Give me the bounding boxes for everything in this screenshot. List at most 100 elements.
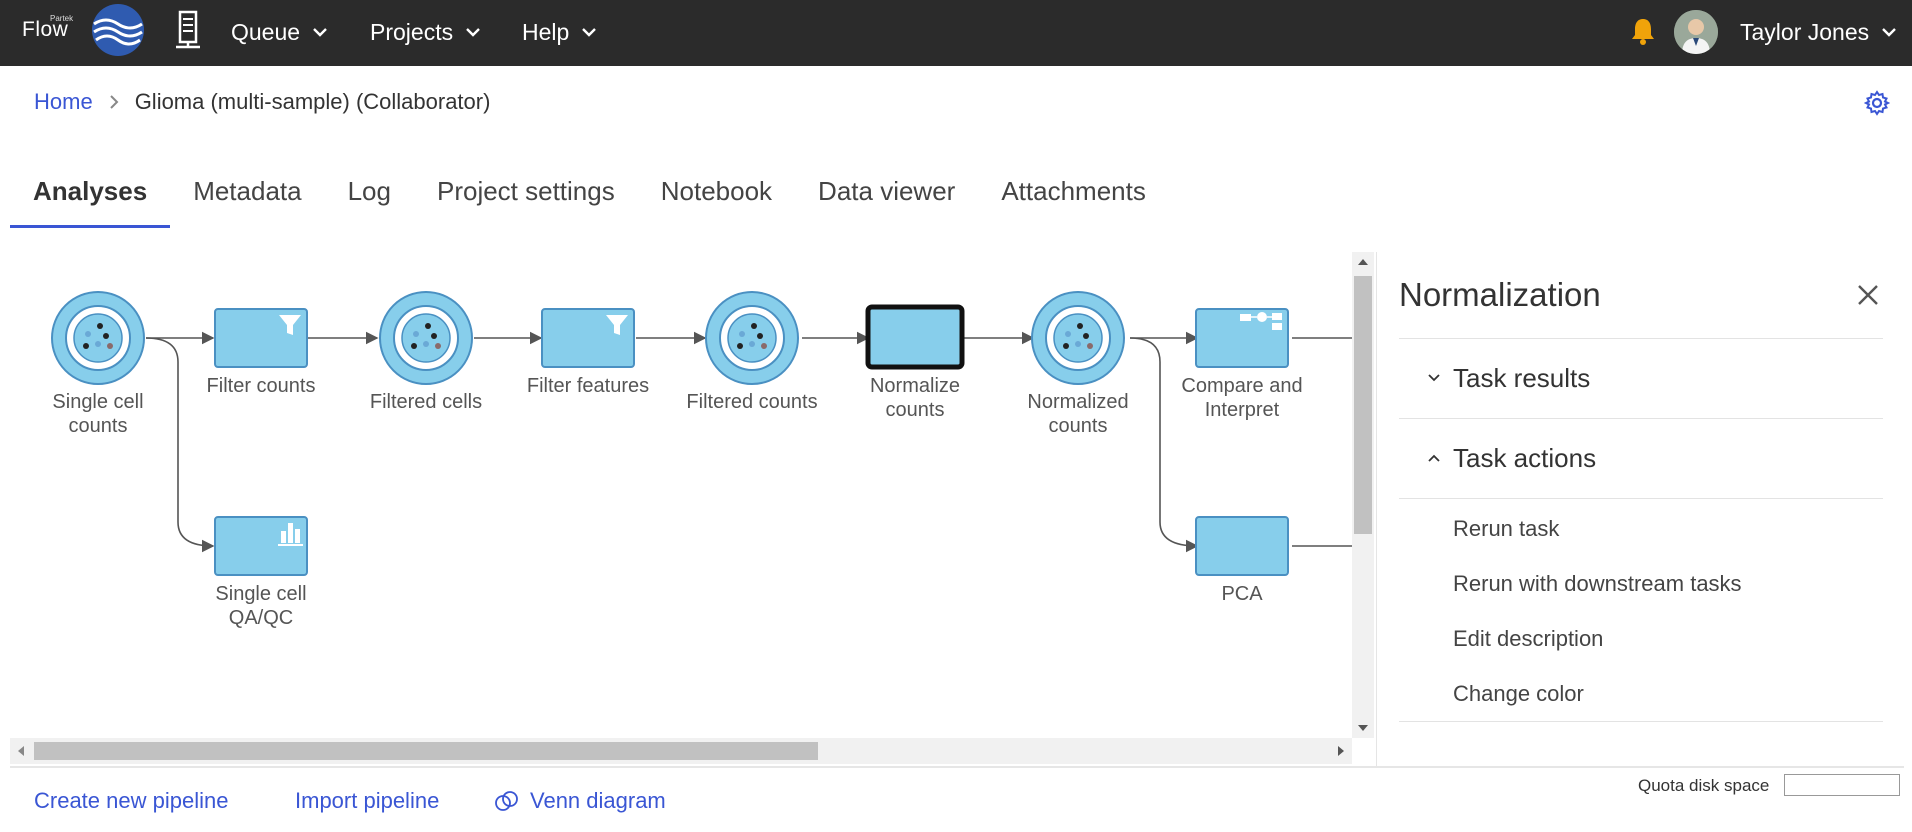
- vertical-scroll-thumb[interactable]: [1354, 276, 1372, 534]
- label-line: PCA: [1221, 583, 1263, 605]
- gear-icon[interactable]: [1863, 90, 1891, 116]
- section-task-results[interactable]: Task results: [1423, 358, 1590, 398]
- tab-attachments[interactable]: Attachments: [1001, 176, 1146, 206]
- chevron-down-icon: [313, 28, 327, 37]
- label-line: Normalized: [1027, 391, 1129, 413]
- task-node-single-cell-qa-qc[interactable]: [214, 516, 308, 576]
- action-rerun-with-downstream-tasks[interactable]: Rerun with downstream tasks: [1453, 571, 1742, 596]
- close-icon[interactable]: [1855, 282, 1881, 308]
- quota-disk-space-bar: [1784, 774, 1900, 796]
- tab-log[interactable]: Log: [347, 176, 391, 206]
- scroll-down-arrow-icon[interactable]: [1352, 718, 1374, 738]
- pipeline-canvas[interactable]: Single cell counts Filter counts Filtere…: [10, 252, 1352, 738]
- data-node-filtered-cells[interactable]: [379, 291, 473, 385]
- filter-icon: [606, 315, 628, 335]
- node-label-single-cell-qa-qc: Single cell QA/QC: [186, 582, 336, 630]
- dots-icon: [1063, 323, 1093, 349]
- import-pipeline-link[interactable]: Import pipeline: [295, 788, 440, 813]
- section-task-actions[interactable]: Task actions: [1423, 438, 1596, 478]
- vertical-scrollbar[interactable]: [1352, 252, 1374, 738]
- venn-icon: [495, 791, 518, 811]
- panel-title: Normalization: [1399, 276, 1601, 313]
- label-line: counts: [1048, 415, 1108, 437]
- nav-projects-menu[interactable]: Projects: [370, 14, 481, 50]
- user-avatar[interactable]: [1674, 10, 1718, 54]
- task-node-pca[interactable]: [1195, 516, 1289, 576]
- project-tabs: Analyses Metadata Log Project settings N…: [10, 164, 1169, 228]
- section-task-results-label: Task results: [1453, 362, 1591, 393]
- action-rerun-task[interactable]: Rerun task: [1453, 516, 1560, 541]
- node-label-filter-counts: Filter counts: [186, 374, 336, 398]
- label-line: counts: [885, 399, 945, 421]
- tab-project-settings[interactable]: Project settings: [436, 176, 615, 206]
- nav-queue-menu[interactable]: Queue: [231, 14, 328, 50]
- footer-divider: [10, 766, 1904, 768]
- section-task-actions-label: Task actions: [1453, 442, 1597, 473]
- chevron-right-icon: [109, 94, 119, 110]
- tab-metadata[interactable]: Metadata: [193, 176, 302, 206]
- tab-analyses[interactable]: Analyses: [10, 164, 171, 228]
- node-label-filter-features: Filter features: [513, 374, 663, 398]
- edge: [145, 337, 215, 553]
- breadcrumb-current-project: Glioma (multi-sample) (Collaborator): [134, 89, 491, 114]
- top-navigation-bar: Partek Flow Queue Projects Help: [0, 0, 1912, 66]
- task-details-panel: Normalization Task results Task actions …: [1376, 252, 1904, 766]
- data-node-single-cell-counts[interactable]: [51, 291, 145, 385]
- pipeline-graph[interactable]: [10, 252, 1352, 738]
- venn-diagram-link[interactable]: Venn diagram: [494, 788, 666, 814]
- nav-projects-label: Projects: [370, 18, 454, 45]
- dots-icon: [411, 323, 441, 349]
- horizontal-scroll-thumb[interactable]: [34, 742, 818, 760]
- chevron-up-icon: [1423, 447, 1445, 469]
- quota-disk-space-label: Quota disk space: [1638, 776, 1770, 795]
- horizontal-scrollbar[interactable]: [10, 738, 1352, 764]
- nav-help-label: Help: [522, 18, 570, 45]
- divider: [1399, 721, 1883, 722]
- chevron-down-icon: [1423, 367, 1445, 389]
- notification-bell-icon[interactable]: [1630, 16, 1656, 46]
- node-label-single-cell-counts: Single cell counts: [23, 390, 173, 438]
- tab-data-viewer[interactable]: Data viewer: [818, 176, 956, 206]
- label-line: Single cell: [215, 583, 307, 605]
- filter-icon: [279, 315, 301, 335]
- label-line: QA/QC: [228, 607, 294, 629]
- scroll-left-arrow-icon[interactable]: [10, 738, 32, 764]
- label-line: counts: [68, 415, 128, 437]
- edge: [1129, 337, 1199, 553]
- server-icon[interactable]: [174, 10, 202, 50]
- task-node-normalize-counts[interactable]: [865, 304, 965, 370]
- node-label-filtered-counts: Filtered counts: [677, 390, 827, 414]
- logo-brand: Flow: [22, 18, 69, 41]
- data-node-filtered-counts[interactable]: [705, 291, 799, 385]
- dots-icon: [737, 323, 767, 349]
- logo-brand-small: Partek: [50, 14, 74, 23]
- chevron-down-icon: [1882, 28, 1896, 37]
- tab-notebook[interactable]: Notebook: [660, 176, 773, 206]
- create-new-pipeline-link[interactable]: Create new pipeline: [34, 788, 229, 813]
- logo-wave-icon: [92, 4, 144, 56]
- scroll-up-arrow-icon[interactable]: [1352, 252, 1374, 272]
- partek-flow-logo[interactable]: Partek Flow: [20, 2, 148, 62]
- scroll-right-arrow-icon[interactable]: [1330, 738, 1352, 764]
- breadcrumb: Home Glioma (multi-sample) (Collaborator…: [34, 86, 490, 118]
- task-node-filter-features[interactable]: [541, 308, 635, 368]
- breadcrumb-home-link[interactable]: Home: [34, 89, 93, 114]
- task-node-filter-counts[interactable]: [214, 308, 308, 368]
- label-line: Filter counts: [206, 375, 316, 397]
- node-label-compare-and-interpret: Compare and Interpret: [1167, 374, 1317, 422]
- label-line: Filter features: [526, 375, 650, 397]
- task-node-compare-and-interpret[interactable]: [1195, 308, 1289, 368]
- action-change-color[interactable]: Change color: [1453, 681, 1584, 706]
- node-label-normalized-counts: Normalized counts: [1003, 390, 1153, 438]
- pipeline-edges: [145, 331, 1352, 553]
- divider: [1399, 418, 1883, 419]
- venn-diagram-label: Venn diagram: [530, 788, 666, 813]
- dots-icon: [83, 323, 113, 349]
- user-menu[interactable]: Taylor Jones: [1740, 14, 1897, 50]
- chevron-down-icon: [466, 28, 480, 37]
- action-edit-description[interactable]: Edit description: [1453, 626, 1604, 651]
- node-label-filtered-cells: Filtered cells: [351, 390, 501, 414]
- data-node-normalized-counts[interactable]: [1031, 291, 1125, 385]
- label-line: Filtered counts: [686, 391, 818, 413]
- nav-help-menu[interactable]: Help: [522, 14, 597, 50]
